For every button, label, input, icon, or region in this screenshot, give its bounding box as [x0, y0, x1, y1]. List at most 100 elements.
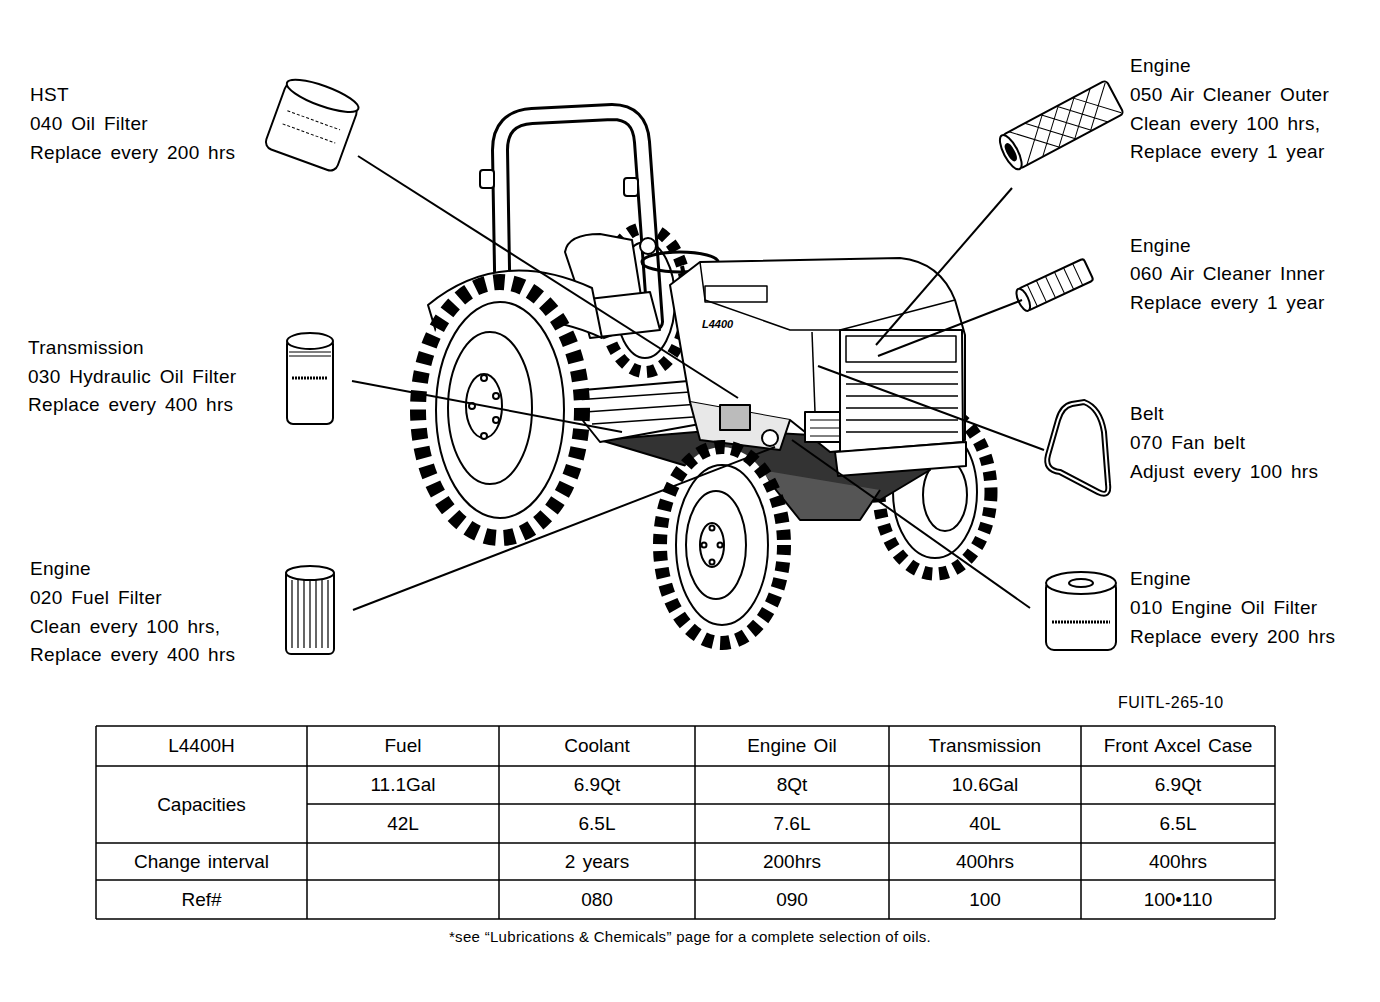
leader-line — [353, 447, 775, 610]
tractor-illustration — [575, 392, 708, 424]
leader-line — [352, 156, 1044, 610]
table-grid — [96, 726, 1275, 919]
figure-code: FUITL-265-10 — [1118, 693, 1224, 713]
tractor-illustration — [720, 405, 750, 430]
part-icon — [1014, 287, 1033, 313]
callout-interval: Replace every 1 year — [1130, 140, 1325, 164]
table-row-header: Ref# — [96, 880, 307, 919]
tractor-illustration — [686, 491, 746, 599]
callout-heading: Engine — [1130, 234, 1191, 258]
callout-heading: Engine — [1130, 567, 1191, 591]
callout-part: 050 Air Cleaner Outer — [1130, 83, 1329, 107]
leader-line — [878, 300, 1022, 356]
leader-line — [358, 156, 738, 398]
table-row-header: Change interval — [96, 843, 307, 880]
table-cell: 400hrs — [889, 843, 1081, 880]
part-icon — [287, 333, 333, 349]
leader-line — [352, 381, 622, 432]
table-header: Fuel — [307, 726, 499, 766]
tractor-illustration — [846, 372, 958, 432]
tractor-illustration — [676, 465, 768, 625]
tractor-illustration — [762, 430, 778, 446]
part-icon — [1014, 258, 1094, 312]
part-icon — [1004, 143, 1018, 162]
table-header: Transmission — [889, 726, 1081, 766]
part-icon — [1047, 402, 1108, 494]
table-cell: 200hrs — [695, 843, 889, 880]
tractor-illustration — [840, 330, 963, 452]
callout-part: 070 Fan belt — [1130, 431, 1245, 455]
table-cell: 6.9Qt — [499, 766, 695, 804]
part-icon — [287, 338, 333, 424]
tractor-illustration — [436, 302, 564, 518]
part-icon — [289, 352, 331, 356]
callout-part: 030 Hydraulic Oil Filter — [28, 365, 236, 389]
table-cell: 7.6L — [695, 804, 889, 843]
part-icon — [1047, 402, 1108, 494]
model-label: L4400 — [702, 317, 733, 331]
part-icon — [283, 111, 340, 143]
part-icon — [286, 570, 334, 654]
tractor-illustration — [700, 523, 724, 567]
table-header: Coolant — [499, 726, 695, 766]
table-grid — [96, 726, 1275, 919]
callout-interval: Replace every 200 hrs — [30, 141, 235, 165]
callout-interval: Replace every 200 hrs — [1130, 625, 1335, 649]
callout-interval: Replace every 400 hrs — [30, 643, 235, 667]
tractor-illustration — [812, 332, 815, 412]
part-icon — [264, 73, 1124, 654]
part-icon — [1027, 264, 1082, 307]
table-cell: 2 years — [499, 843, 695, 880]
callout-heading: Transmission — [28, 336, 144, 360]
table-header: L4400H — [96, 726, 307, 766]
table-cell: 10.6Gal — [889, 766, 1081, 804]
tractor-illustration — [700, 262, 955, 330]
part-icon — [1052, 621, 1110, 624]
table-cell: 6.5L — [1081, 804, 1275, 843]
part-icon — [264, 73, 362, 172]
tractor-illustration — [835, 442, 966, 476]
callout-interval: Clean every 100 hrs, — [1130, 112, 1320, 136]
table-header: Front Axcel Case — [1081, 726, 1275, 766]
table-cell: 090 — [695, 880, 889, 919]
callout-part: 060 Air Cleaner Inner — [1130, 262, 1325, 286]
tractor-illustration — [710, 526, 715, 531]
table-cell: 11.1Gal — [307, 766, 499, 804]
part-icon — [1046, 572, 1116, 594]
tractor-illustration — [418, 282, 582, 538]
table-cell: 100 — [889, 880, 1081, 919]
table-cell: 6.5L — [499, 804, 695, 843]
tractor-illustration — [846, 336, 956, 362]
leader-line — [792, 440, 1030, 608]
callout-heading: Engine — [30, 557, 91, 581]
part-icon — [996, 80, 1124, 172]
tractor-illustration — [481, 433, 487, 439]
table-row-header: Capacities — [96, 766, 307, 843]
table-cell: 8Qt — [695, 766, 889, 804]
callout-part: 010 Engine Oil Filter — [1130, 596, 1317, 620]
callout-interval: Clean every 100 hrs, — [30, 615, 220, 639]
tractor-illustration — [481, 375, 487, 381]
tractor-illustration — [493, 417, 499, 423]
tractor-illustration — [705, 286, 767, 302]
table-grid — [96, 726, 1275, 919]
footnote: *see “Lubrications & Chemicals” page for… — [0, 927, 1380, 947]
table-cell: 40L — [889, 804, 1081, 843]
callout-part: 020 Fuel Filter — [30, 586, 162, 610]
tractor-illustration — [718, 543, 723, 548]
callout-interval: Adjust every 100 hrs — [1130, 460, 1318, 484]
part-icon — [1009, 81, 1122, 165]
part-icon — [286, 566, 334, 580]
table-cell: 42L — [307, 804, 499, 843]
table-header: Engine Oil — [695, 726, 889, 766]
leader-line — [876, 188, 1012, 345]
tractor-illustration — [660, 447, 784, 643]
callout-heading: Belt — [1130, 402, 1164, 426]
callout-heading: Engine — [1130, 54, 1191, 78]
tractor-illustration — [624, 178, 638, 196]
tractor-illustration — [493, 393, 499, 399]
part-icon — [996, 132, 1026, 172]
callout-part: 040 Oil Filter — [30, 112, 148, 136]
part-icon — [283, 73, 361, 118]
